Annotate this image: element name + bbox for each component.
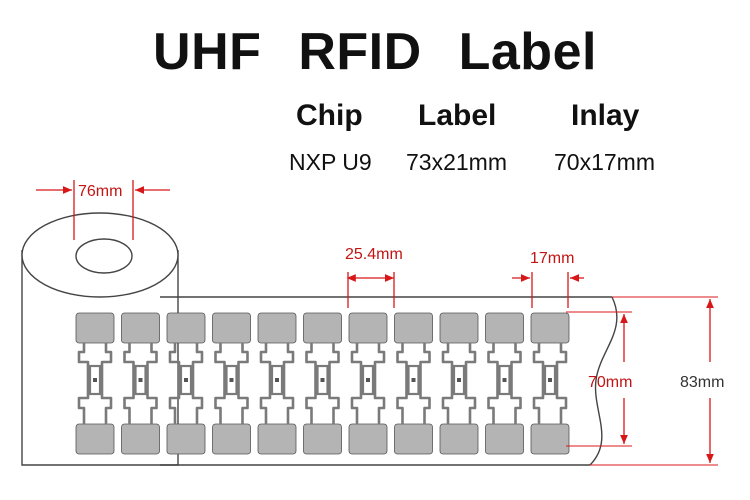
roll-core-hole <box>75 238 133 274</box>
rfid-inlay <box>121 312 160 455</box>
chip-icon <box>366 378 370 382</box>
rfid-inlay <box>485 312 524 455</box>
rfid-inlay <box>303 312 342 455</box>
pitch-label: 25.4mm <box>345 246 403 263</box>
chip-icon <box>320 378 325 382</box>
spec-value-inlay: 70x17mm <box>554 149 655 175</box>
inlay-width-label: 17mm <box>530 250 574 267</box>
chip-icon <box>548 378 552 382</box>
spec-value-chip: NXP U9 <box>289 149 372 175</box>
label-strip <box>75 312 570 455</box>
inlay-length-label: 70mm <box>588 374 632 391</box>
rfid-inlay <box>212 312 251 455</box>
chip-icon <box>275 378 279 382</box>
core-diameter-label: 76mm <box>78 183 122 200</box>
rfid-inlay <box>394 312 433 455</box>
rfid-inlay <box>530 312 570 455</box>
rfid-inlay <box>75 312 115 455</box>
rfid-inlay <box>348 312 388 455</box>
spec-value-label: 73x21mm <box>406 149 507 175</box>
chip-icon <box>411 378 416 382</box>
liner-width-label: 83mm <box>680 374 724 391</box>
chip-icon <box>138 378 143 382</box>
rfid-inlay <box>166 312 206 455</box>
spec-header-inlay: Inlay <box>571 99 640 132</box>
page-title: UHF RFID Label <box>153 23 597 81</box>
rfid-inlay <box>257 312 297 455</box>
spec-header-label: Label <box>418 99 497 132</box>
chip-icon <box>502 378 507 382</box>
chip-icon <box>184 378 188 382</box>
spec-header-chip: Chip <box>296 99 363 132</box>
liner-tear-edge <box>589 296 618 466</box>
rfid-inlay <box>439 312 479 455</box>
chip-icon <box>229 378 234 382</box>
chip-icon <box>457 378 461 382</box>
chip-icon <box>93 378 97 382</box>
